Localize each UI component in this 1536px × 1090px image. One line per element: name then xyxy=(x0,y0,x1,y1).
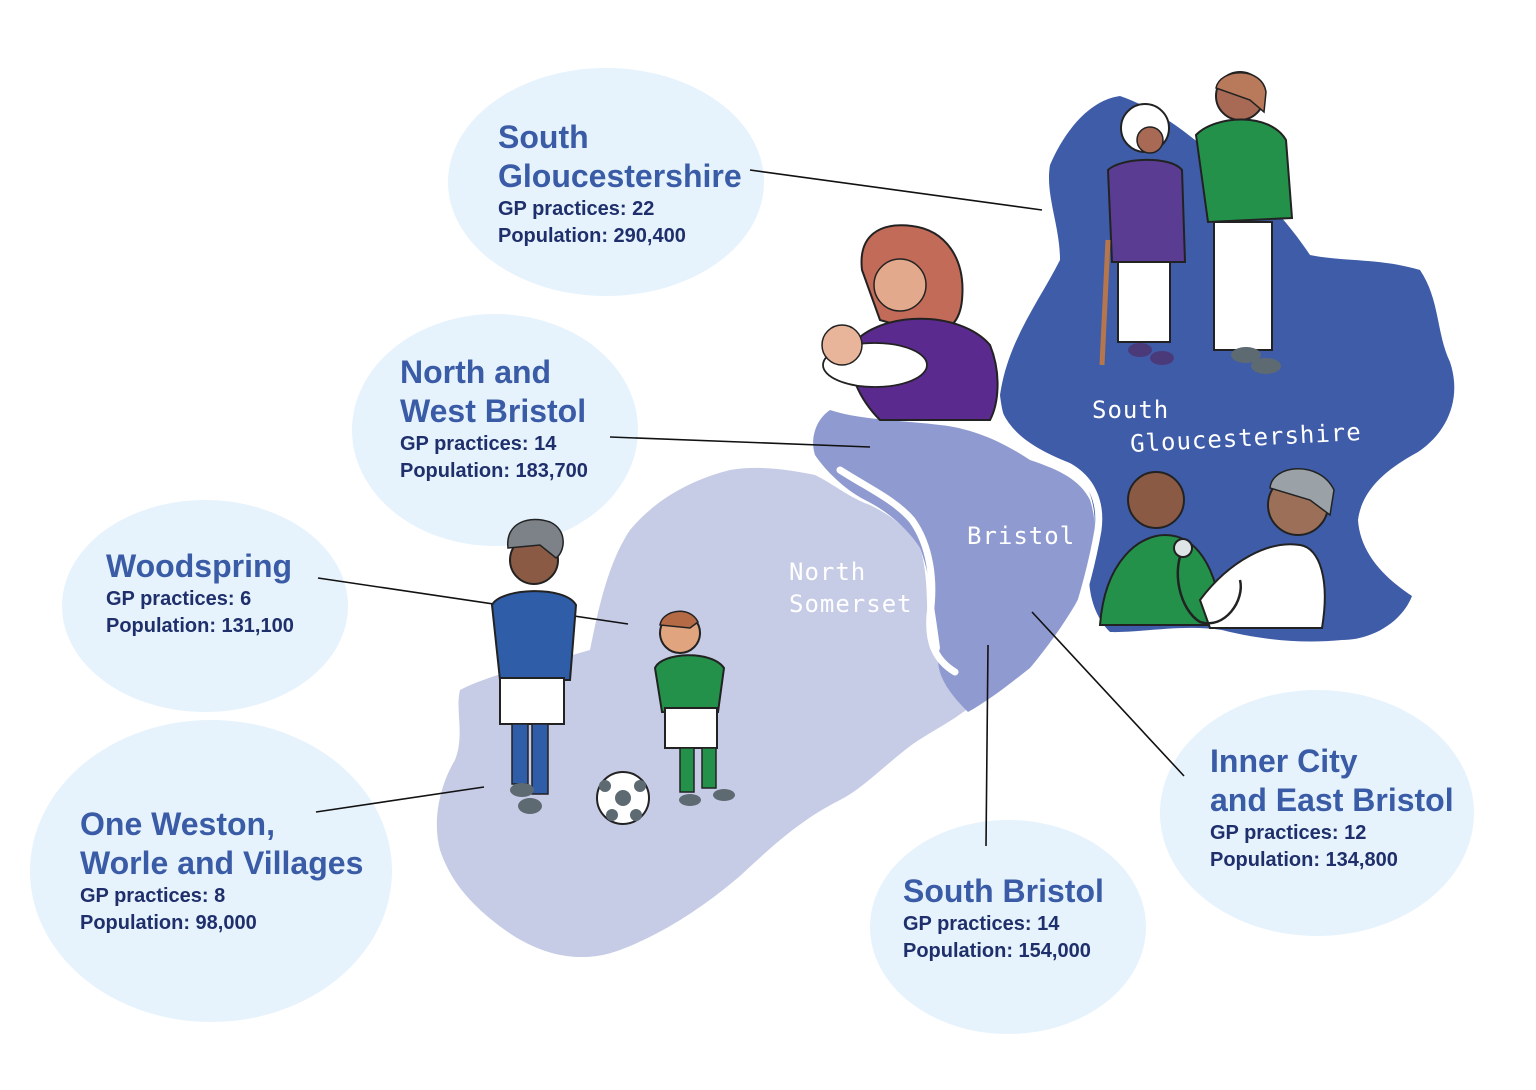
population-count: Population: 154,000 xyxy=(903,940,1091,962)
football-icon xyxy=(596,771,650,825)
locality-inner-city-east: Inner City and East Bristol GP practices… xyxy=(1210,742,1454,874)
bubble-north-west-bristol xyxy=(352,314,638,546)
population-count: Population: 134,800 xyxy=(1210,849,1398,871)
gp-practices-count: GP practices: 8 xyxy=(80,885,226,907)
population-count: Population: 131,100 xyxy=(106,615,294,637)
population-count: Population: 98,000 xyxy=(80,912,257,934)
locality-name-line2: Worle and Villages xyxy=(80,845,364,881)
bubble-woodspring xyxy=(62,500,348,712)
leader-south-gloucestershire xyxy=(749,169,1043,211)
gp-practices-count: GP practices: 14 xyxy=(400,433,557,455)
bubble-south-bristol xyxy=(870,820,1146,1034)
leader-inner-city-east xyxy=(1031,611,1185,777)
map-label-bristol: Bristol xyxy=(967,522,1076,550)
locality-name-line1: South Bristol xyxy=(903,873,1104,909)
bubble-one-weston xyxy=(30,720,392,1022)
bubble-south-gloucestershire xyxy=(448,68,764,296)
bristol-somerset-border xyxy=(836,466,959,676)
map-label-north-somerset-line2: Somerset xyxy=(789,590,913,618)
locality-one-weston: One Weston, Worle and Villages GP practi… xyxy=(80,805,363,937)
bubble-inner-city-east xyxy=(1160,690,1474,936)
map-label-north-somerset: North Somerset xyxy=(789,556,913,620)
locality-name-line2: and East Bristol xyxy=(1210,782,1454,818)
doctor-with-stethoscope-icon xyxy=(1173,468,1335,629)
map-label-north-somerset-line1: North xyxy=(789,558,867,586)
population-count: Population: 183,700 xyxy=(400,460,588,482)
leader-one-weston xyxy=(315,786,485,813)
locality-south-gloucestershire: South Gloucestershire GP practices: 22 P… xyxy=(498,118,742,250)
mother-holding-baby-icon xyxy=(821,224,999,421)
woman-in-green-icon xyxy=(1194,71,1294,374)
locality-name-line2: West Bristol xyxy=(400,393,587,429)
locality-name-line1: North and xyxy=(400,354,552,390)
elderly-woman-with-cane-icon xyxy=(1099,103,1187,366)
patient-icon xyxy=(1098,471,1224,626)
gp-practices-count: GP practices: 14 xyxy=(903,913,1060,935)
gp-practices-count: GP practices: 6 xyxy=(106,588,252,610)
locality-south-bristol: South Bristol GP practices: 14 Populatio… xyxy=(903,872,1104,965)
footballer-child-icon xyxy=(653,610,735,806)
locality-name-line1: One Weston, xyxy=(80,806,275,842)
locality-woodspring: Woodspring GP practices: 6 Population: 1… xyxy=(106,547,294,640)
map-label-south-gloucestershire: South Gloucestershire xyxy=(1092,396,1362,458)
locality-name-line1: South xyxy=(498,119,589,155)
map-label-south-gloucestershire-line1: South xyxy=(1092,396,1170,424)
leader-woodspring xyxy=(317,577,629,625)
bristol-river-outline xyxy=(996,411,1103,634)
leader-south-bristol xyxy=(985,644,989,847)
gp-practices-count: GP practices: 12 xyxy=(1210,822,1367,844)
leader-north-west-bristol xyxy=(609,436,871,448)
population-count: Population: 290,400 xyxy=(498,225,686,247)
footballer-adult-icon xyxy=(490,518,578,814)
locality-name-line1: Inner City xyxy=(1210,743,1358,779)
locality-name-line2: Gloucestershire xyxy=(498,158,742,194)
bristol-region xyxy=(813,410,1095,712)
locality-name-line1: Woodspring xyxy=(106,548,293,584)
gp-practices-count: GP practices: 22 xyxy=(498,198,655,220)
leader-lines xyxy=(315,169,1185,847)
locality-north-west-bristol: North and West Bristol GP practices: 14 … xyxy=(400,353,588,485)
